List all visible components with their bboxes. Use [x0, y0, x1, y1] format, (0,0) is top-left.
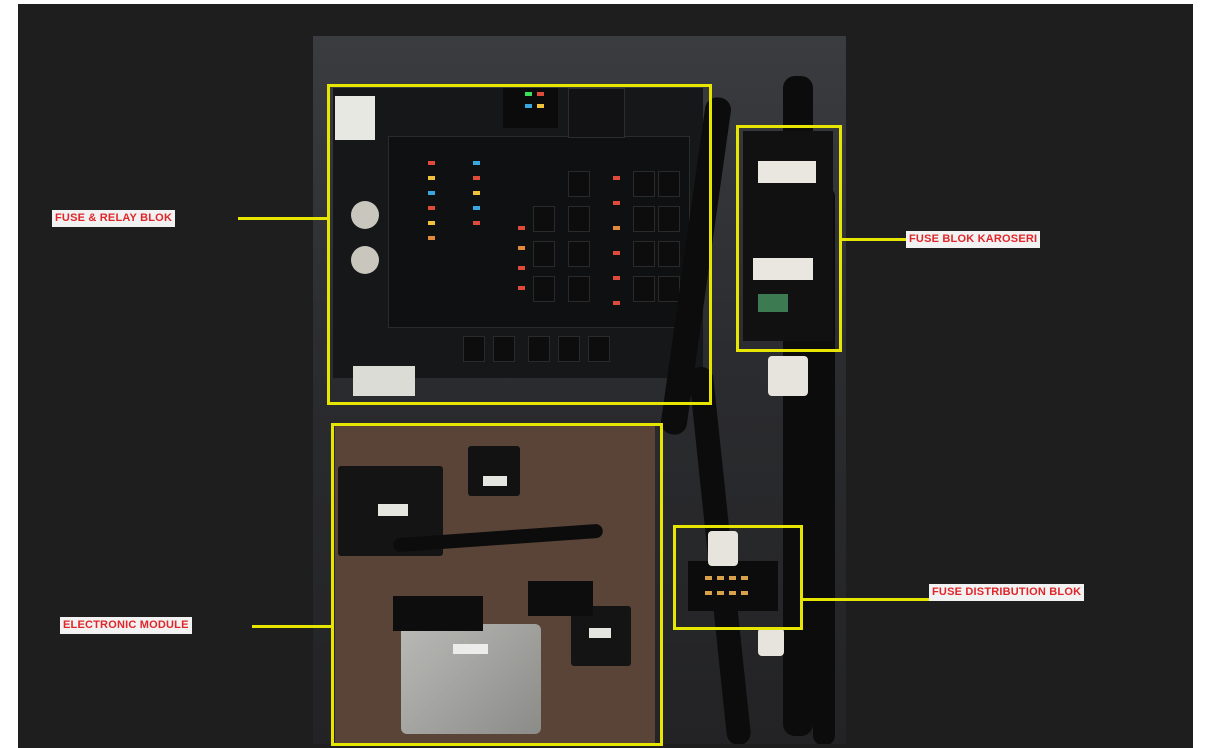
fuse — [428, 176, 435, 180]
fuse — [717, 591, 724, 595]
vehicle-electrical-panel-photo — [313, 36, 846, 744]
distribution-fuse-block — [688, 561, 778, 611]
fuse — [428, 161, 435, 165]
relay — [658, 206, 680, 232]
relay — [568, 241, 590, 267]
fuse — [518, 286, 525, 290]
fuse-relay-label: FUSE & RELAY BLOK — [52, 210, 176, 227]
relay — [533, 206, 555, 232]
electronic-module-leader-line — [252, 625, 333, 628]
electronic-module-highlight-box — [331, 423, 663, 746]
white-label-sticker — [335, 96, 375, 140]
connector-block — [528, 581, 593, 616]
fuse — [518, 266, 525, 270]
relay — [568, 276, 590, 302]
relay — [533, 276, 555, 302]
fuse — [613, 301, 620, 305]
fuse — [613, 251, 620, 255]
fuse — [537, 104, 544, 108]
fuse — [525, 92, 532, 96]
fuse — [717, 576, 724, 580]
fuse — [428, 221, 435, 225]
fuse-relay-leader-line — [238, 217, 329, 220]
fuse — [705, 576, 712, 580]
fuse — [518, 226, 525, 230]
karoseri-connector — [753, 258, 813, 280]
fuse — [741, 576, 748, 580]
fuse — [613, 201, 620, 205]
fuse-cap-bottom — [351, 246, 379, 274]
relay — [658, 241, 680, 267]
fuse — [518, 246, 525, 250]
karoseri-connector — [758, 294, 788, 312]
fuse — [525, 104, 532, 108]
relay — [493, 336, 515, 362]
fuse — [428, 236, 435, 240]
relay — [588, 336, 610, 362]
module-small-box — [468, 446, 520, 496]
fuse — [705, 591, 712, 595]
relay — [658, 171, 680, 197]
relay — [633, 276, 655, 302]
ecu-module — [401, 624, 541, 734]
relay — [568, 206, 590, 232]
white-connector — [353, 366, 415, 396]
fuse — [537, 92, 544, 96]
fuse — [428, 206, 435, 210]
ecu-sticker — [453, 644, 488, 654]
connector-block — [393, 596, 483, 631]
white-connector — [758, 628, 784, 656]
fuse — [729, 576, 736, 580]
fuse — [473, 221, 480, 225]
relay — [568, 171, 590, 197]
fuse-relay-highlight-box — [327, 84, 712, 405]
fuse — [613, 276, 620, 280]
module-lower-sticker — [589, 628, 611, 638]
fuse — [741, 591, 748, 595]
fuse-distribution-leader-line — [801, 598, 929, 601]
karoseri-connector — [758, 161, 816, 183]
fuse-karoseri-highlight-box — [736, 125, 842, 352]
white-connector — [768, 356, 808, 396]
relay — [533, 241, 555, 267]
fuse — [473, 206, 480, 210]
fuse — [428, 191, 435, 195]
relay — [463, 336, 485, 362]
relay — [633, 171, 655, 197]
fuse — [613, 226, 620, 230]
top-relay-box — [568, 88, 625, 138]
fuse-karoseri-leader-line — [840, 238, 906, 241]
fuse — [473, 191, 480, 195]
fuse — [473, 176, 480, 180]
fuse — [729, 591, 736, 595]
fuse-distribution-highlight-box — [673, 525, 803, 630]
fuse-distribution-label: FUSE DISTRIBUTION BLOK — [929, 584, 1085, 601]
module-small-sticker — [483, 476, 507, 486]
white-connector — [708, 531, 738, 566]
module-sticker — [378, 504, 408, 516]
fuse — [613, 176, 620, 180]
fuse — [473, 161, 480, 165]
relay — [558, 336, 580, 362]
relay — [528, 336, 550, 362]
fuse-cap-top — [351, 201, 379, 229]
electronic-module-label: ELECTRONIC MODULE — [60, 617, 192, 634]
relay — [633, 241, 655, 267]
relay — [633, 206, 655, 232]
fuse-karoseri-label: FUSE BLOK KAROSERI — [906, 231, 1041, 248]
